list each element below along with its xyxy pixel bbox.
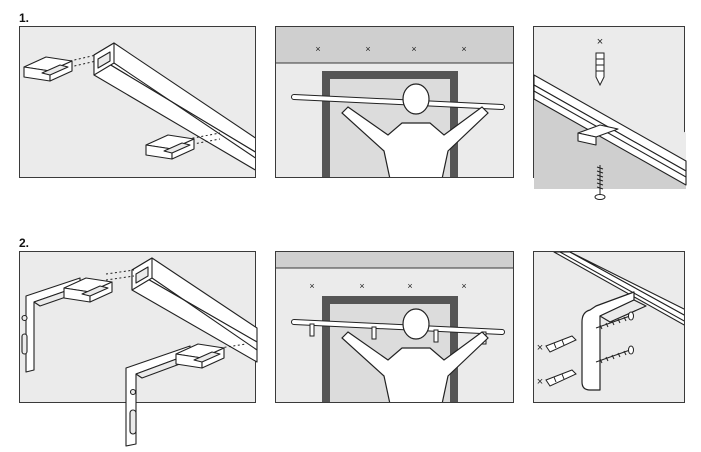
rail-brackets-illustration [21,257,258,447]
wall-bracket-icon [581,291,647,391]
panel-rail-wall-brackets [19,251,258,447]
person-icon [341,308,489,402]
wall-plug-icon [545,369,577,387]
ceiling-screw-illustration: × [533,36,687,200]
drill-mark: × [537,342,543,354]
wall-position-illustration: × × × × [276,252,513,402]
step-1-label: 1. [19,11,30,25]
drill-mark: × [309,281,314,291]
screw-icon [594,165,606,200]
ceiling-band [276,252,513,268]
drill-mark: × [597,36,603,48]
glider-clip-icon [63,277,113,303]
screw-icon [595,311,634,330]
panel-screw-to-wall: × × [533,251,685,403]
drill-mark: × [537,376,543,388]
ceiling-band [276,27,513,63]
person-icon [341,83,489,177]
panel-position-on-ceiling: × × × × [275,26,514,178]
step-2-label: 2. [19,236,30,250]
wall-plug-icon [545,335,577,353]
rail-clips-illustration [23,42,255,171]
wall-screw-illustration: × × [537,252,684,391]
drill-mark: × [461,44,466,54]
drill-mark: × [461,281,466,291]
glider-clip-icon [175,343,225,369]
wall-plug-icon [595,52,605,87]
ceiling-position-illustration: × × × × [276,27,513,177]
drill-mark: × [407,281,412,291]
glider-clip-icon [577,124,619,146]
glider-clip-icon [23,56,73,82]
drill-mark: × [315,44,320,54]
drill-mark: × [365,44,370,54]
drill-mark: × [359,281,364,291]
glider-clip-icon [145,134,195,160]
panel-screw-to-ceiling: × [533,26,687,200]
screw-icon [595,345,634,364]
panel-rail-clips [19,26,256,178]
panel-position-on-wall: × × × × [275,251,514,403]
drill-mark: × [411,44,416,54]
